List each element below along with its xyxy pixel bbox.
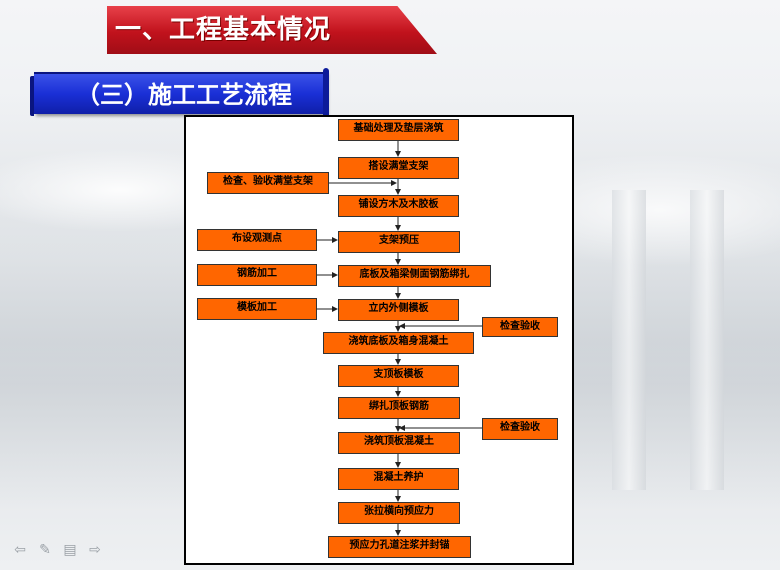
flow-step-2: 搭设满堂支架 xyxy=(338,157,459,179)
flow-side-inspection-1: 检查验收 xyxy=(482,317,558,337)
flow-side-check-scaffold: 检查、验收满堂支架 xyxy=(207,172,329,194)
background-pillar xyxy=(612,190,646,490)
flow-side-rebar-processing: 钢筋加工 xyxy=(197,264,317,286)
flow-step-9: 绑扎顶板钢筋 xyxy=(338,397,460,419)
flow-step-10: 浇筑顶板混凝土 xyxy=(338,432,460,454)
flow-step-1: 基础处理及垫层浇筑 xyxy=(338,119,459,141)
menu-icon[interactable]: ▤ xyxy=(63,542,77,558)
flow-side-survey-points: 布设观测点 xyxy=(197,229,317,251)
flow-side-formwork-processing: 模板加工 xyxy=(197,298,317,320)
flow-step-6: 立内外侧模板 xyxy=(338,299,459,321)
flow-step-13: 预应力孔道注浆并封锚 xyxy=(328,536,471,558)
arrow-right-icon[interactable]: ⇨ xyxy=(89,542,101,558)
flow-step-5: 底板及箱梁侧面钢筋绑扎 xyxy=(338,265,491,287)
pen-icon[interactable]: ✎ xyxy=(39,542,51,558)
flow-side-inspection-2: 检查验收 xyxy=(482,418,558,440)
flow-step-4: 支架预压 xyxy=(338,231,460,253)
flow-step-11: 混凝土养护 xyxy=(338,468,459,490)
flow-step-12: 张拉横向预应力 xyxy=(338,502,460,524)
subsection-title: （三）施工工艺流程 xyxy=(30,68,329,118)
arrow-left-icon[interactable]: ⇦ xyxy=(14,542,26,558)
slide-navigation: ⇦ ✎ ▤ ⇨ xyxy=(12,542,103,558)
section-title: 一、工程基本情况 xyxy=(107,6,437,54)
flow-step-3: 铺设方木及木胶板 xyxy=(338,195,459,217)
background-pillar xyxy=(690,190,724,490)
flow-step-7: 浇筑底板及箱身混凝土 xyxy=(323,332,474,354)
flow-step-8: 支顶板模板 xyxy=(338,365,459,387)
